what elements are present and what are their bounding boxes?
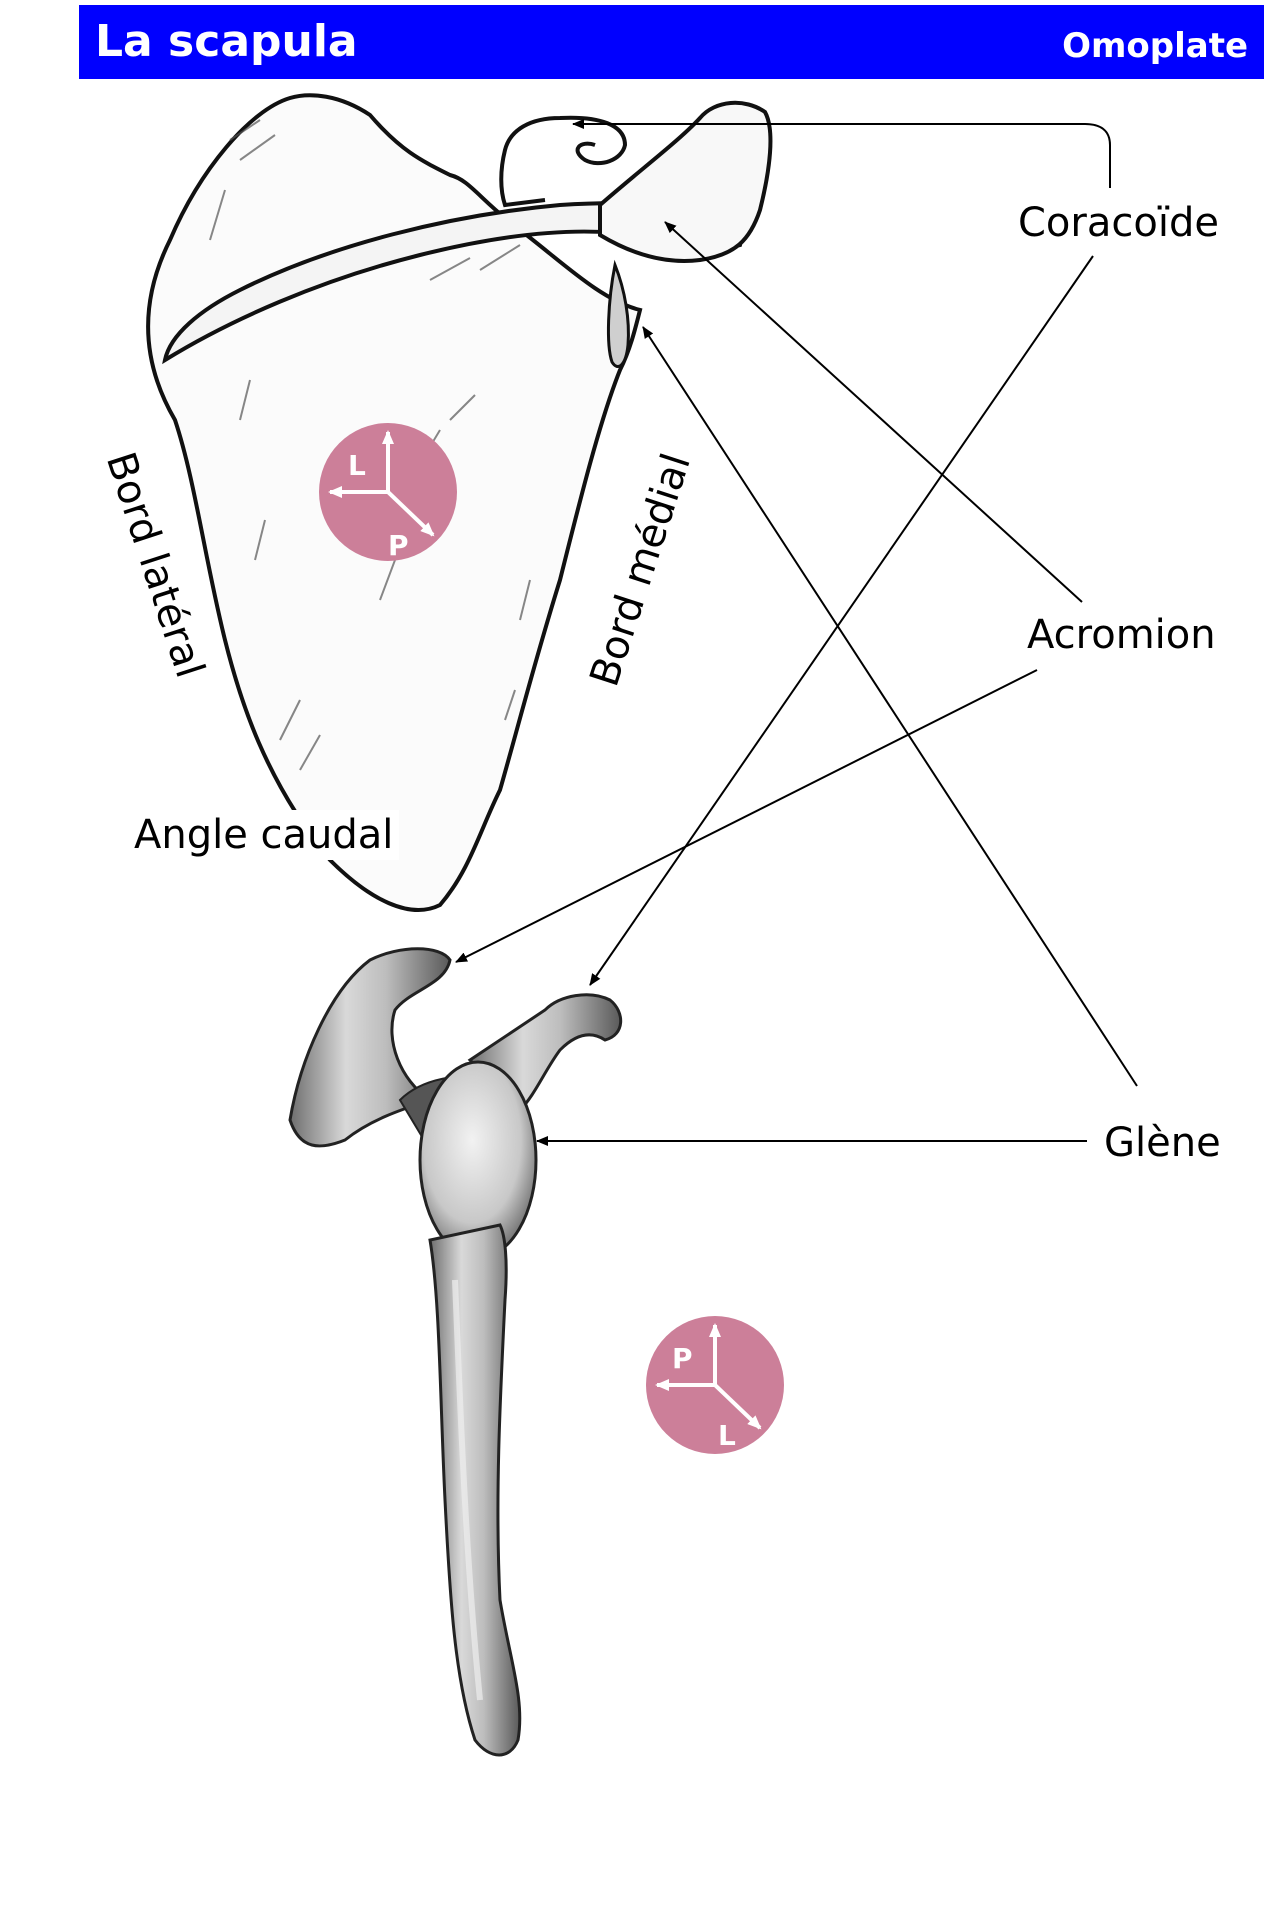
orientation-disc-bottom: P L: [646, 1316, 784, 1454]
leader-coracoide-bottom: [589, 255, 1094, 986]
label-coracoide: Coracoïde: [1018, 200, 1219, 246]
lateral-blade: [428, 1223, 522, 1757]
label-angle-caudal: Angle caudal: [128, 810, 400, 860]
leader-acromion-bottom: [455, 669, 1038, 963]
leader-coracoide-top: [572, 119, 1111, 188]
label-acromion: Acromion: [1027, 612, 1216, 658]
orientation-top-down-letter: P: [388, 529, 409, 562]
scapula-lateral-drawing: [288, 947, 623, 1757]
label-glene: Glène: [1104, 1120, 1221, 1166]
page-subtitle: Omoplate: [1062, 26, 1248, 66]
orientation-bottom-down-letter: L: [718, 1419, 736, 1452]
orientation-disc-top: L P: [319, 423, 457, 562]
page-title: La scapula: [95, 16, 358, 67]
leader-glene-top: [642, 326, 1138, 1087]
coracoid-process: [499, 115, 628, 208]
acromion-process: [598, 100, 773, 263]
leader-acromion-top: [664, 221, 1083, 603]
orientation-bottom-up-letter: P: [672, 1342, 693, 1375]
header-bar: La scapula Omoplate: [79, 5, 1264, 79]
glenoid-edge-top: [606, 259, 630, 368]
orientation-top-up-letter: L: [348, 449, 366, 482]
leader-lines: [455, 119, 1138, 1146]
